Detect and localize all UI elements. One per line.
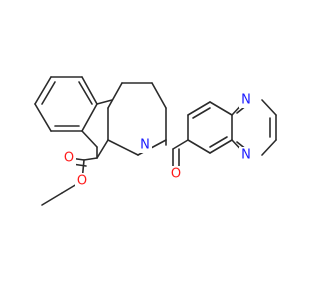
atom-label-o: O — [77, 174, 87, 189]
bond — [81, 130, 98, 148]
structure-svg: N N N O O O — [34, 76, 277, 206]
atom-label-layer: N N N O O O — [62, 92, 253, 189]
atom-label-o: O — [64, 151, 74, 166]
bond — [187, 139, 211, 154]
bond — [41, 81, 56, 105]
bond — [34, 76, 52, 105]
oxygen-atom: O — [62, 150, 76, 166]
bond — [78, 81, 93, 105]
bond — [209, 101, 233, 116]
nitrogen-atom: N — [239, 147, 253, 163]
bond — [81, 76, 98, 105]
molecule-structure-diagram: N N N O O O — [34, 76, 277, 206]
bond — [81, 103, 98, 132]
bond — [96, 139, 109, 159]
bond — [107, 82, 123, 109]
nitrogen-atom: N — [138, 137, 152, 153]
atom-label-n: N — [140, 138, 150, 153]
bond — [96, 99, 113, 105]
oxygen-atom: O — [75, 173, 89, 189]
bond — [151, 82, 167, 109]
bond — [83, 157, 98, 161]
bond — [209, 139, 233, 154]
bond — [192, 107, 211, 119]
bond — [209, 136, 228, 148]
bond — [172, 139, 189, 150]
nitrogen-atom: N — [239, 92, 253, 108]
bond — [187, 101, 211, 116]
atom-label-n: N — [241, 93, 251, 108]
bond — [261, 139, 277, 156]
bond — [41, 192, 63, 206]
oxygen-atom: O — [169, 166, 183, 182]
bond — [34, 103, 52, 132]
atom-label-o: O — [171, 167, 181, 182]
bond — [261, 99, 277, 116]
atom-label-n: N — [241, 148, 251, 163]
bond — [107, 139, 139, 156]
